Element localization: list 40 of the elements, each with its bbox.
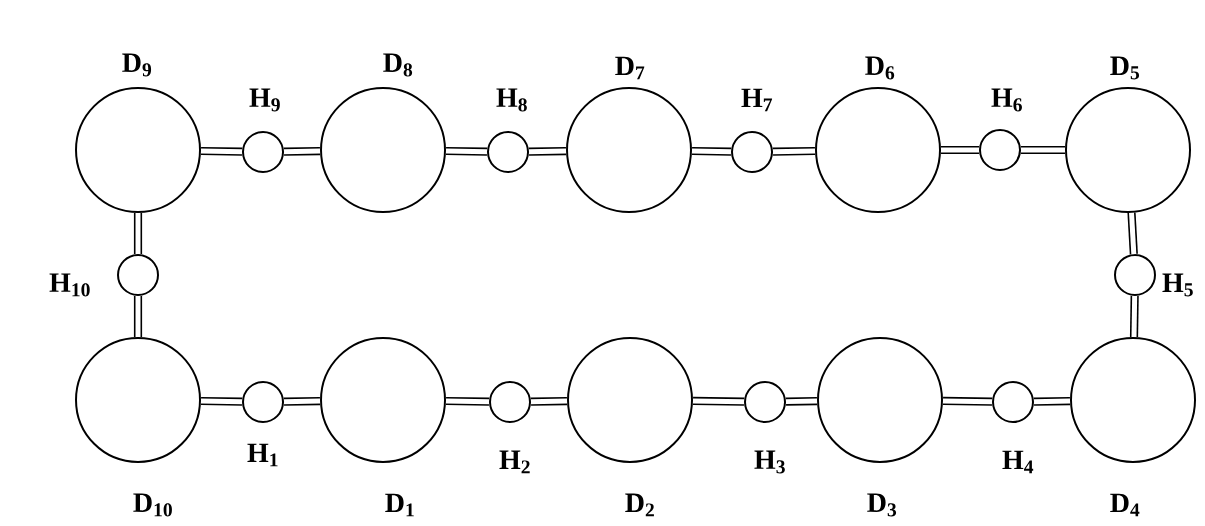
double-line [942, 396, 993, 406]
circle-label: D$_{1}$ [385, 493, 414, 517]
circle-label: H$_{2}$ [499, 450, 530, 474]
double-line [941, 145, 979, 155]
circle-label: D$_{7}$ [615, 56, 645, 80]
double-line [445, 146, 488, 156]
double-line [691, 146, 732, 156]
double-line [1127, 212, 1138, 255]
double-line [133, 296, 143, 337]
double-line [1129, 295, 1139, 338]
circle-label: H$_{7}$ [741, 88, 773, 112]
double-line [133, 213, 143, 254]
circle-label: D$_{5}$ [1110, 56, 1140, 80]
double-line [1021, 145, 1065, 155]
circle-label: D$_{8}$ [383, 53, 413, 77]
double-line [785, 397, 818, 406]
circle-label: H$_{1}$ [247, 443, 278, 467]
circle-label: H$_{4}$ [1002, 450, 1034, 474]
circle-label: H$_{10}$ [49, 273, 90, 297]
circle-label: H$_{8}$ [496, 88, 527, 112]
double-line [200, 146, 243, 156]
double-line [200, 396, 243, 406]
circle-label: H$_{5}$ [1162, 273, 1193, 297]
circle-label: H$_{6}$ [991, 88, 1022, 112]
double-line [283, 146, 321, 156]
double-line [283, 396, 321, 406]
double-line [445, 396, 490, 406]
circle-label: D$_{10}$ [133, 493, 172, 517]
circle-label: D$_{6}$ [865, 56, 895, 80]
circle-label: D$_{9}$ [122, 53, 152, 77]
circle-label: H$_{3}$ [754, 450, 785, 474]
double-line [772, 146, 816, 156]
double-line [528, 146, 567, 156]
circle-label: D$_{2}$ [625, 493, 654, 517]
double-line [530, 396, 568, 406]
circle-label: D$_{4}$ [1110, 493, 1140, 517]
circle-label: D$_{3}$ [867, 493, 897, 517]
circle-label: H$_{9}$ [249, 88, 280, 112]
double-line [692, 396, 745, 406]
double-line [1033, 396, 1071, 406]
